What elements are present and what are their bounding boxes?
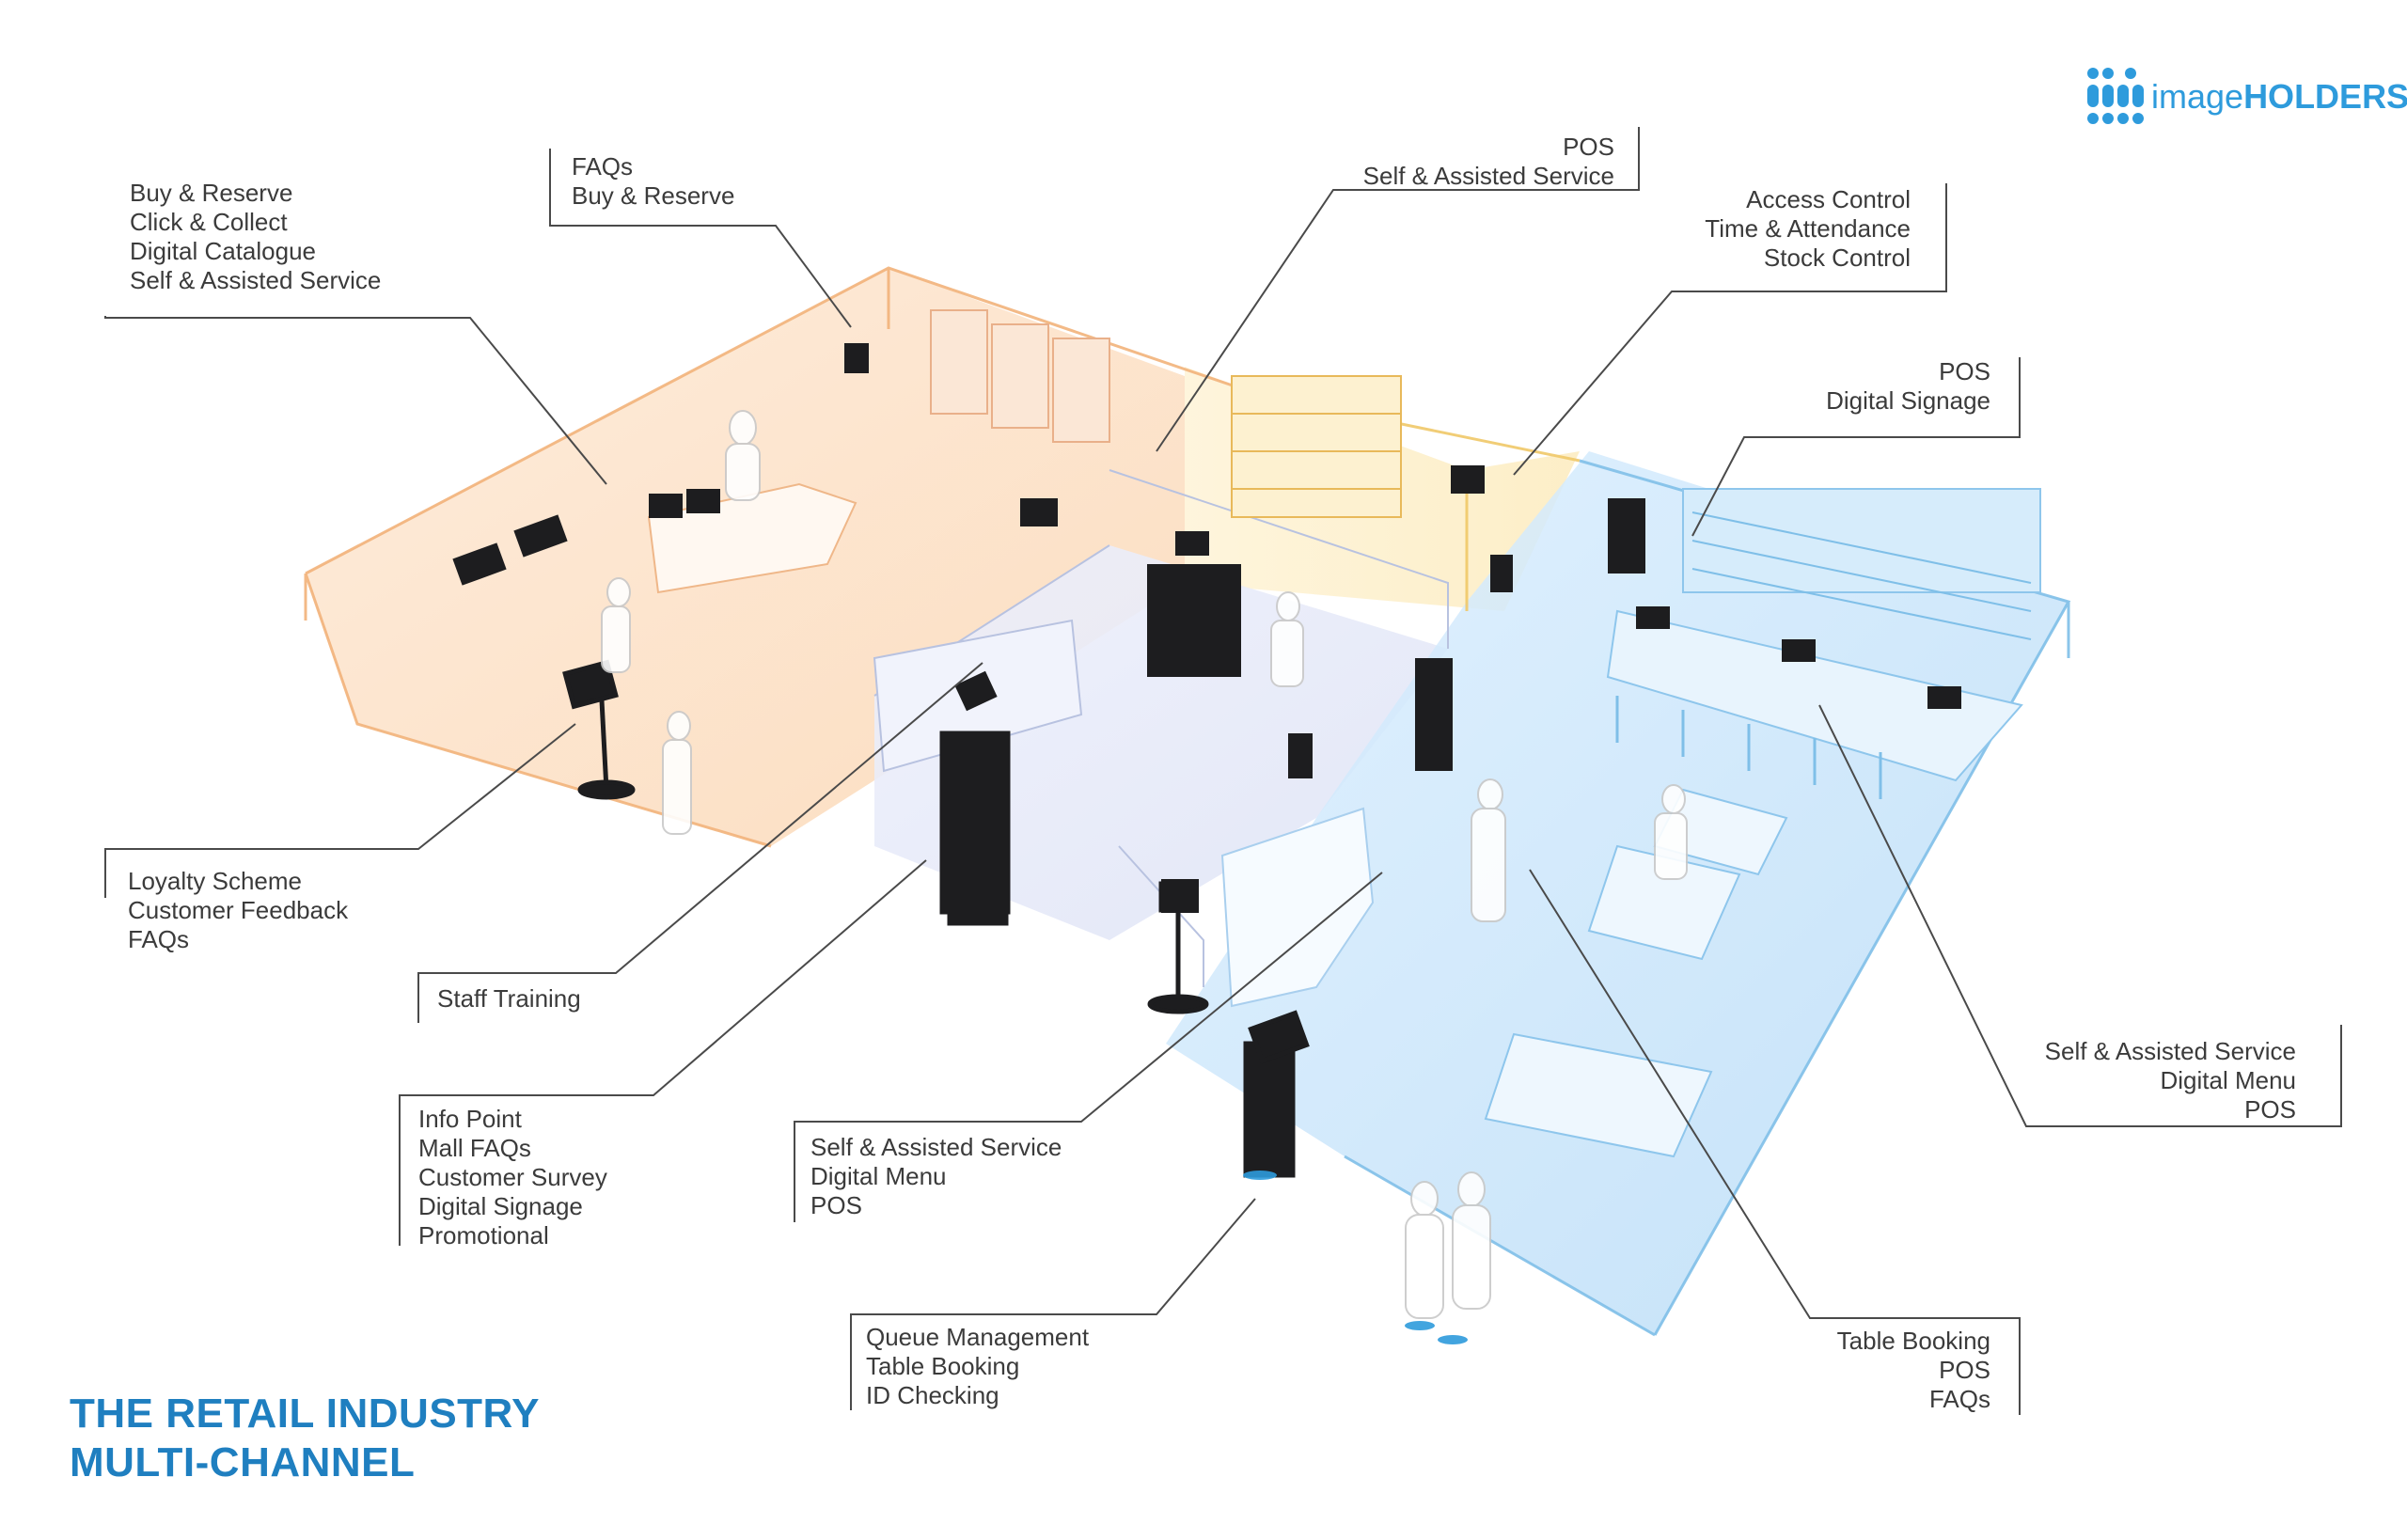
- callout-pos-digital-signage: POS Digital Signage: [1826, 357, 1990, 416]
- brand-logo-bold: HOLDERS: [2243, 77, 2407, 116]
- callout-pos-self-service: POS Self & Assisted Service: [1363, 133, 1614, 191]
- callout-line: FAQs: [1928, 1385, 1990, 1413]
- callout-line: Self & Assisted Service: [130, 266, 382, 294]
- brand-logo-light: image: [2151, 77, 2244, 116]
- imageholders-logo-icon: [2087, 68, 2144, 124]
- callout-line: Buy & Reserve: [130, 179, 293, 207]
- callout-queue-management: Queue Management Table Booking ID Checki…: [866, 1323, 1089, 1410]
- callout-line: Promotional: [418, 1221, 549, 1249]
- callout-line: Mall FAQs: [418, 1134, 531, 1162]
- callout-line: Stock Control: [1763, 244, 1911, 272]
- callout-line: POS: [1563, 133, 1614, 161]
- callout-line: Self & Assisted Service: [2044, 1037, 2296, 1065]
- callout-line: Digital Menu: [810, 1162, 947, 1190]
- callout-line: Digital Signage: [418, 1192, 583, 1220]
- callout-line: POS: [1939, 357, 1990, 385]
- callout-buy-reserve: Buy & Reserve Click & Collect Digital Ca…: [130, 179, 381, 295]
- reception-desk: [1220, 807, 1375, 1008]
- title-line-1: THE RETAIL INDUSTRY: [70, 1391, 541, 1437]
- callout-access-control: Access Control Time & Attendance Stock C…: [1705, 185, 1911, 273]
- callout-line: FAQs: [128, 925, 190, 953]
- callout-line: Buy & Reserve: [572, 181, 735, 210]
- callout-line: POS: [2244, 1095, 2296, 1124]
- callout-line: FAQs: [572, 152, 634, 181]
- callout-line: Click & Collect: [130, 208, 288, 236]
- callout-line: Table Booking: [1836, 1327, 1990, 1355]
- callout-self-service-menu-right: Self & Assisted Service Digital Menu POS: [2045, 1037, 2296, 1124]
- callout-line: Digital Signage: [1826, 386, 1990, 415]
- callout-line: Info Point: [418, 1105, 522, 1133]
- callout-line: Access Control: [1746, 185, 1911, 213]
- callout-faqs-buy-reserve: FAQs Buy & Reserve: [572, 152, 734, 211]
- callout-line: ID Checking: [866, 1381, 999, 1409]
- callout-line: Digital Catalogue: [130, 237, 317, 265]
- callout-line: Staff Training: [437, 984, 581, 1013]
- callout-staff-training: Staff Training: [437, 984, 581, 1014]
- callout-self-service-menu-left: Self & Assisted Service Digital Menu POS: [810, 1133, 1062, 1220]
- callout-line: Table Booking: [866, 1352, 1020, 1380]
- callout-info-point: Info Point Mall FAQs Customer Survey Dig…: [418, 1105, 607, 1250]
- callout-line: POS: [1939, 1356, 1990, 1384]
- callout-line: Customer Feedback: [128, 896, 349, 924]
- callout-line: Self & Assisted Service: [810, 1133, 1062, 1161]
- callout-loyalty-scheme: Loyalty Scheme Customer Feedback FAQs: [128, 867, 348, 954]
- title-line-2: MULTI-CHANNEL: [70, 1439, 416, 1485]
- callout-line: POS: [810, 1191, 862, 1219]
- callout-line: Loyalty Scheme: [128, 867, 302, 895]
- brand-logo-text: imageHOLDERS: [2151, 77, 2407, 117]
- callout-table-booking: Table Booking POS FAQs: [1837, 1327, 1990, 1414]
- callout-line: Customer Survey: [418, 1163, 607, 1191]
- callout-line: Queue Management: [866, 1323, 1090, 1351]
- callout-line: Digital Menu: [2160, 1066, 2296, 1094]
- page-title: THE RETAIL INDUSTRY MULTI-CHANNEL: [70, 1390, 540, 1487]
- callout-line: Time & Attendance: [1705, 214, 1911, 243]
- callout-line: Self & Assisted Service: [1362, 162, 1614, 190]
